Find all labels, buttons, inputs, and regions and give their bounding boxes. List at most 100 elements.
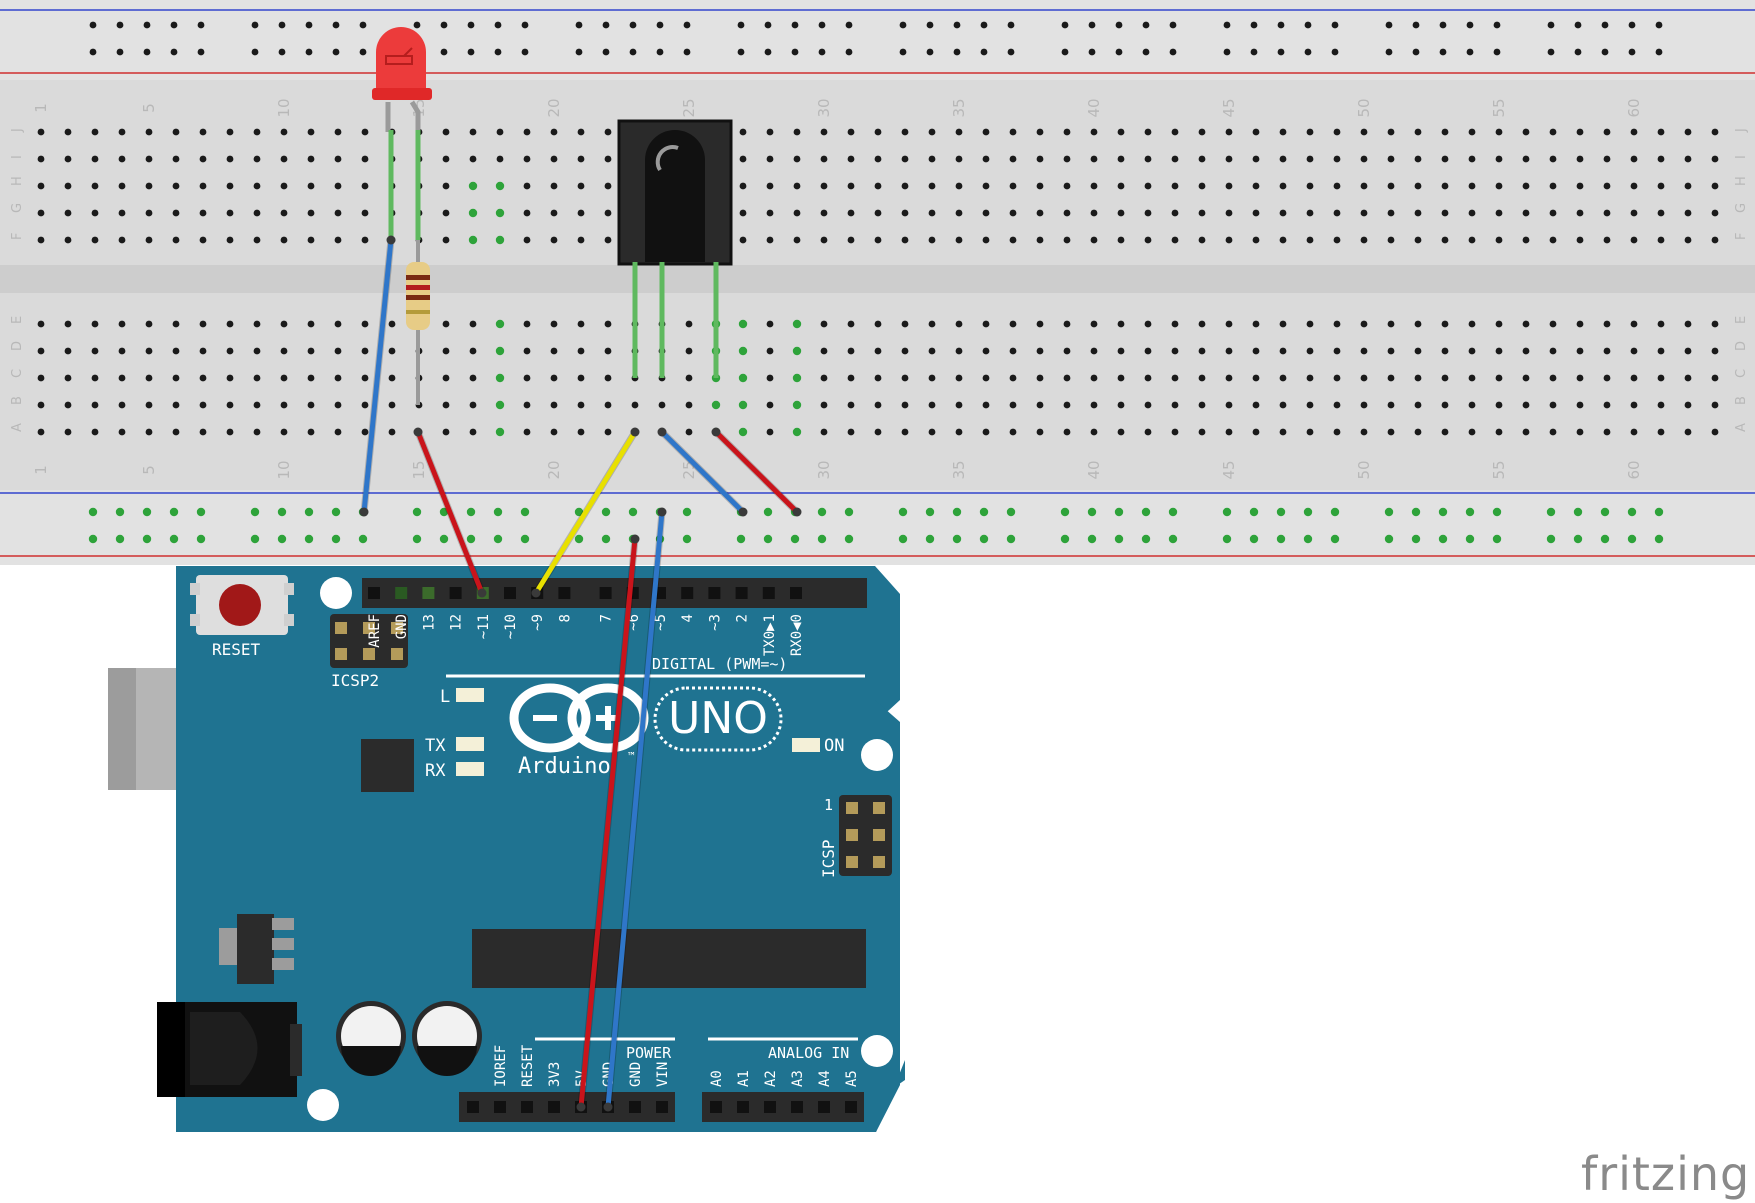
rail-hole — [1223, 48, 1231, 56]
breadboard-hole — [874, 374, 882, 382]
digital-pin-label: RX0◀0 — [789, 614, 805, 656]
breadboard-hole — [550, 128, 558, 136]
analog-label: ANALOG IN — [768, 1044, 849, 1062]
breadboard-hole — [847, 320, 855, 328]
rail-hole — [1655, 48, 1663, 56]
rail-hole — [1601, 21, 1609, 29]
connected-rail-hole — [1087, 534, 1097, 544]
breadboard-hole — [1333, 209, 1341, 217]
breadboard-hole — [145, 347, 153, 355]
breadboard-hole — [1036, 320, 1044, 328]
connected-rail-hole — [142, 507, 152, 517]
breadboard-hole — [1144, 155, 1152, 163]
breadboard-hole — [1711, 374, 1719, 382]
connected-rail-hole — [682, 507, 692, 517]
breadboard-hole — [550, 401, 558, 409]
breadboard-hole — [199, 320, 207, 328]
breadboard-hole — [1549, 347, 1557, 355]
breadboard-hole — [1090, 128, 1098, 136]
connected-rail-hole — [1438, 534, 1448, 544]
breadboard-hole — [199, 401, 207, 409]
breadboard-hole — [604, 401, 612, 409]
breadboard-hole — [1360, 428, 1368, 436]
connected-hole — [468, 181, 478, 191]
breadboard-hole — [1711, 320, 1719, 328]
breadboard-hole — [307, 128, 315, 136]
breadboard-hole — [334, 320, 342, 328]
breadboard-hole — [928, 347, 936, 355]
reset-button[interactable] — [190, 575, 294, 635]
breadboard-hole — [64, 236, 72, 244]
connected-rail-hole — [1060, 507, 1070, 517]
digital-pin-label: 2 — [735, 614, 751, 622]
connected-hole — [495, 373, 505, 383]
breadboard-hole — [523, 236, 531, 244]
breadboard-hole — [172, 236, 180, 244]
breadboard-hole — [1036, 182, 1044, 190]
rail-hole — [1466, 21, 1474, 29]
breadboard-hole — [1117, 320, 1125, 328]
breadboard-hole — [604, 182, 612, 190]
breadboard-hole — [1387, 374, 1395, 382]
rail-hole — [197, 48, 205, 56]
breadboard-hole — [469, 128, 477, 136]
breadboard-hole — [334, 428, 342, 436]
breadboard-hole — [226, 401, 234, 409]
rail-hole — [467, 21, 475, 29]
breadboard-hole — [1171, 428, 1179, 436]
digital-socket — [504, 587, 516, 599]
breadboard-hole — [1657, 374, 1665, 382]
connected-rail-hole — [1303, 534, 1313, 544]
breadboard-hole — [1468, 155, 1476, 163]
wire-end — [657, 427, 667, 437]
breadboard-hole — [1576, 236, 1584, 244]
breadboard-hole — [1090, 320, 1098, 328]
breadboard-hole — [1117, 347, 1125, 355]
rail-hole — [1547, 48, 1555, 56]
breadboard-hole — [1171, 155, 1179, 163]
breadboard-hole — [334, 347, 342, 355]
breadboard-hole — [172, 401, 180, 409]
breadboard-hole — [1144, 374, 1152, 382]
breadboard-hole — [145, 182, 153, 190]
breadboard-hole — [739, 236, 747, 244]
breadboard-hole — [307, 209, 315, 217]
breadboard-hole — [1198, 155, 1206, 163]
breadboard-hole — [766, 209, 774, 217]
breadboard-hole — [1333, 374, 1341, 382]
breadboard-hole — [1657, 347, 1665, 355]
breadboard-hole — [1414, 155, 1422, 163]
analog-socket — [845, 1101, 857, 1113]
breadboard-hole — [1657, 128, 1665, 136]
connected-rail-hole — [790, 534, 800, 544]
breadboard-hole — [793, 209, 801, 217]
breadboard-hole — [118, 320, 126, 328]
breadboard-hole — [1144, 347, 1152, 355]
breadboard-hole — [1414, 428, 1422, 436]
connected-hole — [738, 427, 748, 437]
connected-rail-hole — [331, 534, 341, 544]
breadboard-hole — [1441, 128, 1449, 136]
breadboard-hole — [631, 401, 639, 409]
breadboard-hole — [1036, 209, 1044, 217]
connected-rail-hole — [1249, 507, 1259, 517]
breadboard-hole — [1684, 209, 1692, 217]
breadboard-hole — [145, 155, 153, 163]
breadboard-hole — [442, 182, 450, 190]
led-tx — [456, 737, 484, 751]
breadboard-hole — [469, 347, 477, 355]
breadboard-hole — [172, 374, 180, 382]
power-header — [459, 1092, 675, 1122]
rail-hole — [953, 21, 961, 29]
connected-rail-hole — [601, 507, 611, 517]
breadboard-hole — [1333, 182, 1341, 190]
row-letter: E — [10, 316, 25, 324]
breadboard-hole — [1630, 374, 1638, 382]
breadboard-hole — [334, 401, 342, 409]
breadboard-hole — [361, 320, 369, 328]
rail-hole — [1439, 48, 1447, 56]
rail-hole — [1493, 21, 1501, 29]
breadboard-hole — [172, 320, 180, 328]
breadboard-hole — [820, 347, 828, 355]
rail-hole — [737, 48, 745, 56]
